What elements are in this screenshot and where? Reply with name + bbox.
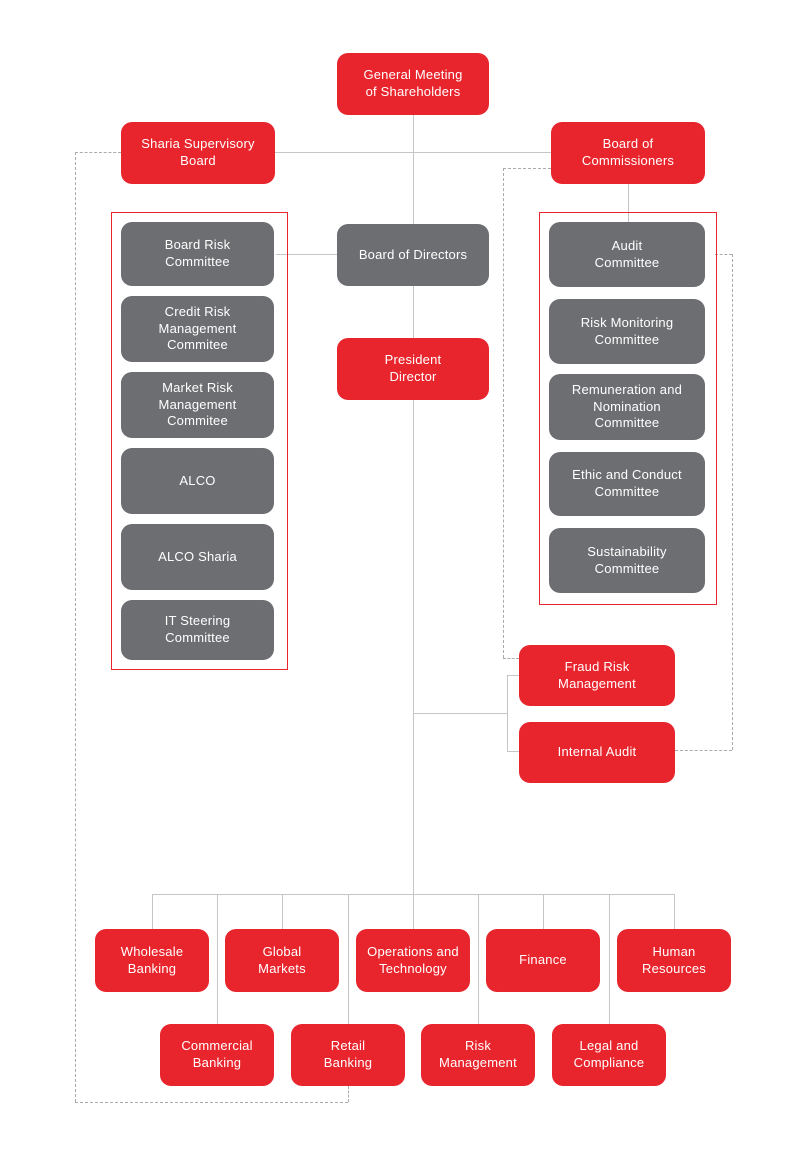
connector-drop-global <box>282 894 283 929</box>
connector-drop-retail <box>348 894 349 1024</box>
dashed-audit-to-internal-audit <box>675 750 732 751</box>
connector-feed-fraud-internal <box>413 713 507 714</box>
node-label: Operations and Technology <box>367 943 459 976</box>
node-general-meeting-of-shareholders: General Meeting of Shareholders <box>337 53 489 115</box>
node-label: Board of Commissioners <box>581 136 675 168</box>
connector-drop-riskmgmt <box>478 894 479 1024</box>
connector-president-to-directorates <box>413 400 414 929</box>
dashed-boc-down <box>503 168 504 658</box>
node-label: Wholesale Banking <box>120 943 184 976</box>
node-label: Board Risk Committee <box>164 237 231 269</box>
node-alco: ALCO <box>121 448 274 514</box>
node-president-director: President Director <box>337 338 489 400</box>
connector-fraud-internal-spine <box>507 675 508 752</box>
node-board-of-directors: Board of Directors <box>337 224 489 286</box>
node-board-risk-committee: Board Risk Committee <box>121 222 274 286</box>
connector-drop-wholesale <box>152 894 153 929</box>
node-operations-and-technology: Operations and Technology <box>356 929 470 992</box>
connector-drop-legal <box>609 894 610 1024</box>
node-label: Fraud Risk Management <box>558 658 636 691</box>
dashed-ssb-out <box>75 152 121 153</box>
node-board-of-commissioners: Board of Commissioners <box>551 122 705 184</box>
node-market-risk-management-commitee: Market Risk Management Commitee <box>121 372 274 438</box>
connector-boc-to-audit <box>628 184 629 224</box>
node-commercial-banking: Commercial Banking <box>160 1024 274 1086</box>
node-label: Audit Committee <box>594 237 660 270</box>
node-ethic-and-conduct-committee: Ethic and Conduct Committee <box>549 452 705 516</box>
node-label: IT Steering Committee <box>164 613 231 645</box>
connector-stub-internal-audit <box>507 751 519 752</box>
dashed-ssb-bottom <box>75 1102 348 1103</box>
node-label: Market Risk Management Commitee <box>158 380 237 429</box>
node-sustainability-committee: Sustainability Committee <box>549 528 705 593</box>
node-audit-committee: Audit Committee <box>549 222 705 287</box>
dashed-boc-out <box>503 168 551 169</box>
node-label: Human Resources <box>642 943 706 976</box>
node-risk-monitoring-committee: Risk Monitoring Committee <box>549 299 705 364</box>
node-it-steering-committee: IT Steering Committee <box>121 600 274 660</box>
node-legal-and-compliance: Legal and Compliance <box>552 1024 666 1086</box>
connector-drop-commercial <box>217 894 218 1024</box>
node-label: Ethic and Conduct Committee <box>572 467 682 499</box>
node-retail-banking: Retail Banking <box>291 1024 405 1086</box>
node-fraud-risk-management: Fraud Risk Management <box>519 645 675 706</box>
node-label: General Meeting of Shareholders <box>363 67 463 99</box>
node-wholesale-banking: Wholesale Banking <box>95 929 209 992</box>
node-label: Finance <box>519 952 567 968</box>
node-label: Risk Monitoring Committee <box>580 314 674 347</box>
node-credit-risk-management-commitee: Credit Risk Management Commitee <box>121 296 274 362</box>
dashed-audit-down <box>732 254 733 750</box>
dashed-ssb-to-retail <box>348 1086 349 1102</box>
node-label: Credit Risk Management Commitee <box>158 304 237 353</box>
connector-ssb-to-boc <box>275 152 551 153</box>
dashed-ssb-down <box>75 152 76 1102</box>
connector-gms-to-bod <box>413 115 414 224</box>
connector-directorates-bus <box>152 894 674 895</box>
connector-bod-to-president <box>413 286 414 338</box>
node-label: Sustainability Committee <box>587 543 667 576</box>
commissioner-committees-group <box>539 212 717 605</box>
connector-stub-fraud <box>507 675 519 676</box>
node-label: Retail Banking <box>323 1038 373 1070</box>
node-label: ALCO <box>179 472 216 488</box>
connector-boardrisk-to-bod <box>276 254 337 255</box>
node-label: Risk Management <box>439 1038 517 1070</box>
node-internal-audit: Internal Audit <box>519 722 675 783</box>
node-label: Board of Directors <box>358 246 468 262</box>
node-label: Sharia Supervisory Board <box>141 136 255 168</box>
connector-drop-hr <box>674 894 675 929</box>
connector-drop-finance <box>543 894 544 929</box>
node-label: Remuneration and Nomination Committee <box>571 382 683 431</box>
node-human-resources: Human Resources <box>617 929 731 992</box>
node-label: President Director <box>384 352 442 384</box>
dashed-boc-to-fraud <box>503 658 519 659</box>
node-label: Internal Audit <box>557 744 637 760</box>
node-global-markets: Global Markets <box>225 929 339 992</box>
node-sharia-supervisory-board: Sharia Supervisory Board <box>121 122 275 184</box>
node-label: Global Markets <box>258 943 306 976</box>
board-committees-group <box>111 212 288 670</box>
node-label: Commercial Banking <box>181 1038 253 1070</box>
node-risk-management: Risk Management <box>421 1024 535 1086</box>
node-remuneration-and-nomination-committee: Remuneration and Nomination Committee <box>549 374 705 440</box>
node-finance: Finance <box>486 929 600 992</box>
node-label: Legal and Compliance <box>573 1038 645 1070</box>
node-alco-sharia: ALCO Sharia <box>121 524 274 590</box>
dashed-audit-out <box>715 254 732 255</box>
node-label: ALCO Sharia <box>158 548 237 564</box>
